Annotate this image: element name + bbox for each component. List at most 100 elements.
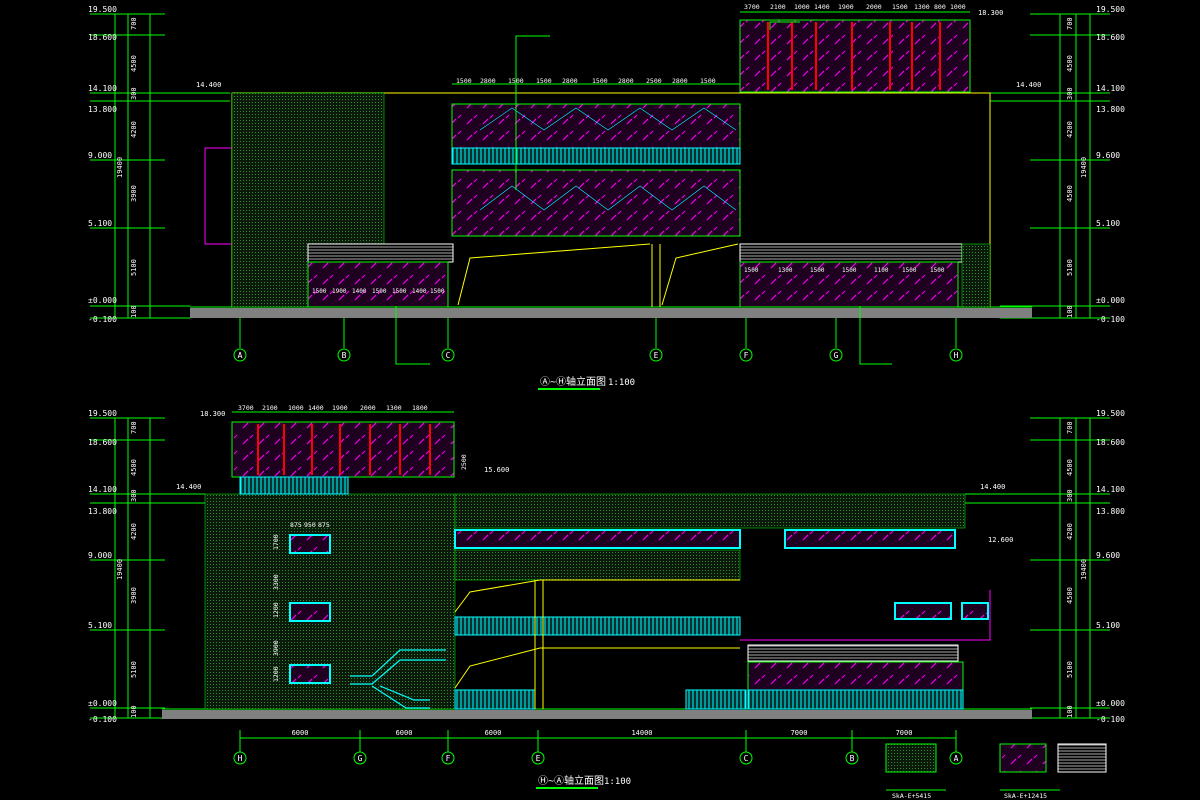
dim-label: 1500 <box>892 3 908 11</box>
tower-window-dims: 875 950 875 <box>290 521 330 529</box>
dim-label: 1500 <box>592 77 608 85</box>
level-label: 13.800 <box>88 507 117 516</box>
dim-label: 3700 <box>744 3 760 11</box>
storefront-right <box>739 261 959 308</box>
bottom-marks: 18.300 14.400 15.600 14.400 12.600 <box>176 410 1013 544</box>
segment-dim: 4200 <box>130 523 138 540</box>
axis-label: F <box>744 351 749 360</box>
elevation-top: 19.500 18.600 14.100 13.800 9.000 5.100 … <box>88 3 1125 390</box>
level-label: -0.100 <box>1096 315 1125 324</box>
dim-label: 1500 <box>810 267 825 274</box>
axis-label: A <box>238 351 243 360</box>
stone-wall-right <box>961 243 991 308</box>
canopy-left <box>307 243 454 263</box>
dim-label: 875 <box>318 521 330 529</box>
bottom-right-level-labels: 19.500 18.600 14.100 13.800 9.600 5.100 … <box>1096 409 1125 724</box>
segment-dim: 300 <box>130 489 138 502</box>
dim-label: 1500 <box>902 267 917 274</box>
dim-label: 3900 <box>272 640 280 656</box>
axis-dim: 7000 <box>896 729 913 737</box>
dim-label: 1900 <box>838 3 854 11</box>
dim-label: 2800 <box>672 77 688 85</box>
segment-dim: 4500 <box>1066 587 1074 604</box>
bottom-left-levels <box>90 417 205 719</box>
level-label: -0.100 <box>88 715 117 724</box>
level-label: 14.100 <box>1096 84 1125 93</box>
dim-label: 875 <box>290 521 302 529</box>
bottom-left-level-labels: 19.500 18.600 14.100 13.800 9.000 5.100 … <box>88 409 117 724</box>
bottom-top-dims: 3700 2100 1000 1400 1900 2000 1300 1800 <box>238 404 428 412</box>
level-label: ±0.000 <box>88 699 117 708</box>
level-label: -0.100 <box>88 315 117 324</box>
elevation-mark: 12.600 <box>988 536 1013 544</box>
level-label: 18.600 <box>1096 33 1125 42</box>
top-axis-lines <box>239 318 957 348</box>
level-label: ±0.000 <box>88 296 117 305</box>
dim-label: 1500 <box>430 288 445 295</box>
dim-label: 2800 <box>480 77 496 85</box>
total-dim: 19400 <box>116 157 124 178</box>
shop-canopy <box>747 644 959 662</box>
segment-dim: 5100 <box>1066 661 1074 678</box>
total-dim: 19400 <box>1080 559 1088 580</box>
dim-label: 1200 <box>272 666 280 682</box>
segment-dim: 700 <box>1066 17 1074 30</box>
axis-label: A <box>954 754 959 763</box>
base-dim-labels: 1500 1900 1400 1500 1500 1400 1500 1500 … <box>312 267 945 295</box>
view-scale: 1:100 <box>608 378 635 388</box>
dim-label: 1300 <box>386 404 402 412</box>
level-label: 19.500 <box>88 5 117 14</box>
segment-dim: 100 <box>1066 305 1074 318</box>
glass-band-upper <box>451 103 741 149</box>
top-right-level-labels: 19.500 18.600 14.100 13.800 9.600 5.100 … <box>1096 5 1125 324</box>
legend: SkA-E+5415 SkA-E+12415 <box>885 743 1107 800</box>
segment-dim: 3900 <box>130 587 138 604</box>
dim-label: 1400 <box>352 288 367 295</box>
segment-dim: 700 <box>130 17 138 30</box>
dim-label: 3300 <box>272 574 280 590</box>
axis-label: H <box>954 351 959 360</box>
dim-label: 3700 <box>238 404 254 412</box>
top-segment-dims: 700 4500 300 4200 3900 5100 100 19400 70… <box>116 17 1088 318</box>
dim-label: 1200 <box>272 602 280 618</box>
dim-label: 2000 <box>360 404 376 412</box>
segment-dim: 4500 <box>1066 55 1074 72</box>
total-dim: 19400 <box>116 559 124 580</box>
upper-mullions <box>257 424 431 475</box>
view-title: Ⓐ~Ⓗ轴立面图 <box>540 375 606 388</box>
level-label: ±0.000 <box>1096 296 1125 305</box>
balcony-rail-1b <box>685 689 747 710</box>
dim-label: 1000 <box>950 3 966 11</box>
axis-label: H <box>238 754 243 763</box>
bottom-axis-bubbles <box>233 751 963 765</box>
dim-label: 1800 <box>412 404 428 412</box>
level-label: 13.800 <box>88 105 117 114</box>
elevation-mark: 14.400 <box>196 81 221 89</box>
balcony-rail-1 <box>454 689 536 710</box>
dim-label: 1000 <box>288 404 304 412</box>
legend-swatch-stone <box>885 743 937 773</box>
segment-dim: 5100 <box>1066 259 1074 276</box>
legend-code: SkA-E+12415 <box>1004 792 1047 800</box>
level-label: 18.600 <box>88 438 117 447</box>
dim-label: 1500 <box>392 288 407 295</box>
storefront-left <box>307 261 449 308</box>
dim-label: 1900 <box>332 404 348 412</box>
level-label: 9.000 <box>88 551 112 560</box>
dim-label: 1900 <box>332 288 347 295</box>
axis-dim: 14000 <box>631 729 652 737</box>
segment-dim: 100 <box>130 305 138 318</box>
dim-label: 2500 <box>646 77 662 85</box>
elevation-mark: 18.300 <box>200 410 225 418</box>
level-label: 14.100 <box>1096 485 1125 494</box>
segment-dim: 4500 <box>1066 459 1074 476</box>
segment-dim: 4500 <box>130 459 138 476</box>
curtain-wall-upper <box>739 19 971 93</box>
balcony-rail-2 <box>454 616 741 636</box>
level-label: 14.100 <box>88 84 117 93</box>
dim-label: 1400 <box>814 3 830 11</box>
top-right-levels <box>990 13 1110 319</box>
axis-label: E <box>654 351 659 360</box>
elevation-mark: 15.600 <box>484 466 509 474</box>
ground-line <box>190 308 1032 318</box>
